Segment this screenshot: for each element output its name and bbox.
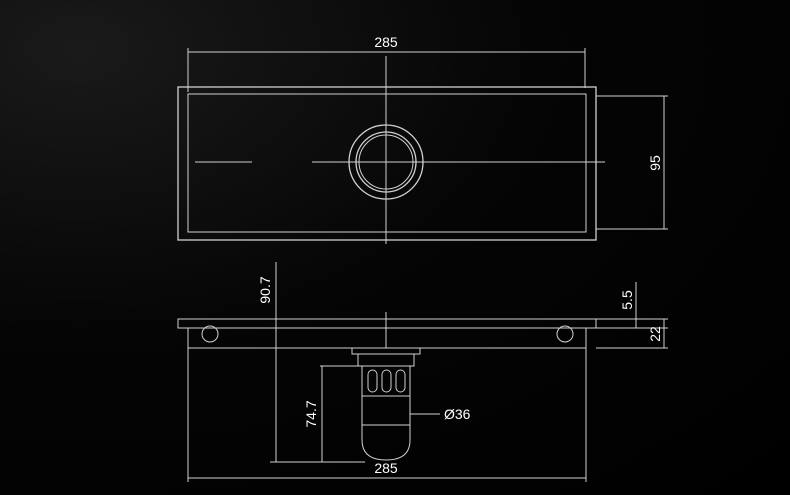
drain-flange bbox=[351, 347, 421, 355]
drain-pipe bbox=[361, 366, 411, 461]
side-top-plate bbox=[177, 318, 597, 329]
top-view bbox=[177, 48, 668, 244]
pipe-diameter-label: Ø36 bbox=[444, 406, 471, 422]
top-height-label: 95 bbox=[647, 155, 663, 171]
top-outer-frame bbox=[177, 86, 597, 241]
frame-depth-label: 22 bbox=[647, 326, 663, 342]
end-hole-right bbox=[556, 325, 574, 343]
drain-inner-ring bbox=[358, 134, 414, 190]
drain-collar bbox=[357, 353, 415, 367]
drain-slot-middle bbox=[381, 369, 392, 393]
drain-outer-ring bbox=[348, 124, 424, 200]
pipe-length-label: 74.7 bbox=[303, 400, 319, 427]
drain-mid-ring bbox=[355, 131, 417, 193]
side-view bbox=[177, 262, 668, 482]
drain-slot-left bbox=[367, 369, 378, 393]
side-height-label: 90.7 bbox=[257, 276, 273, 303]
top-inner-frame bbox=[187, 93, 587, 233]
bottom-width-label: 285 bbox=[374, 460, 398, 476]
drain-slot-right bbox=[395, 369, 406, 393]
end-hole-left bbox=[201, 325, 219, 343]
thickness-label: 5.5 bbox=[619, 290, 635, 310]
top-width-label: 285 bbox=[374, 34, 398, 50]
